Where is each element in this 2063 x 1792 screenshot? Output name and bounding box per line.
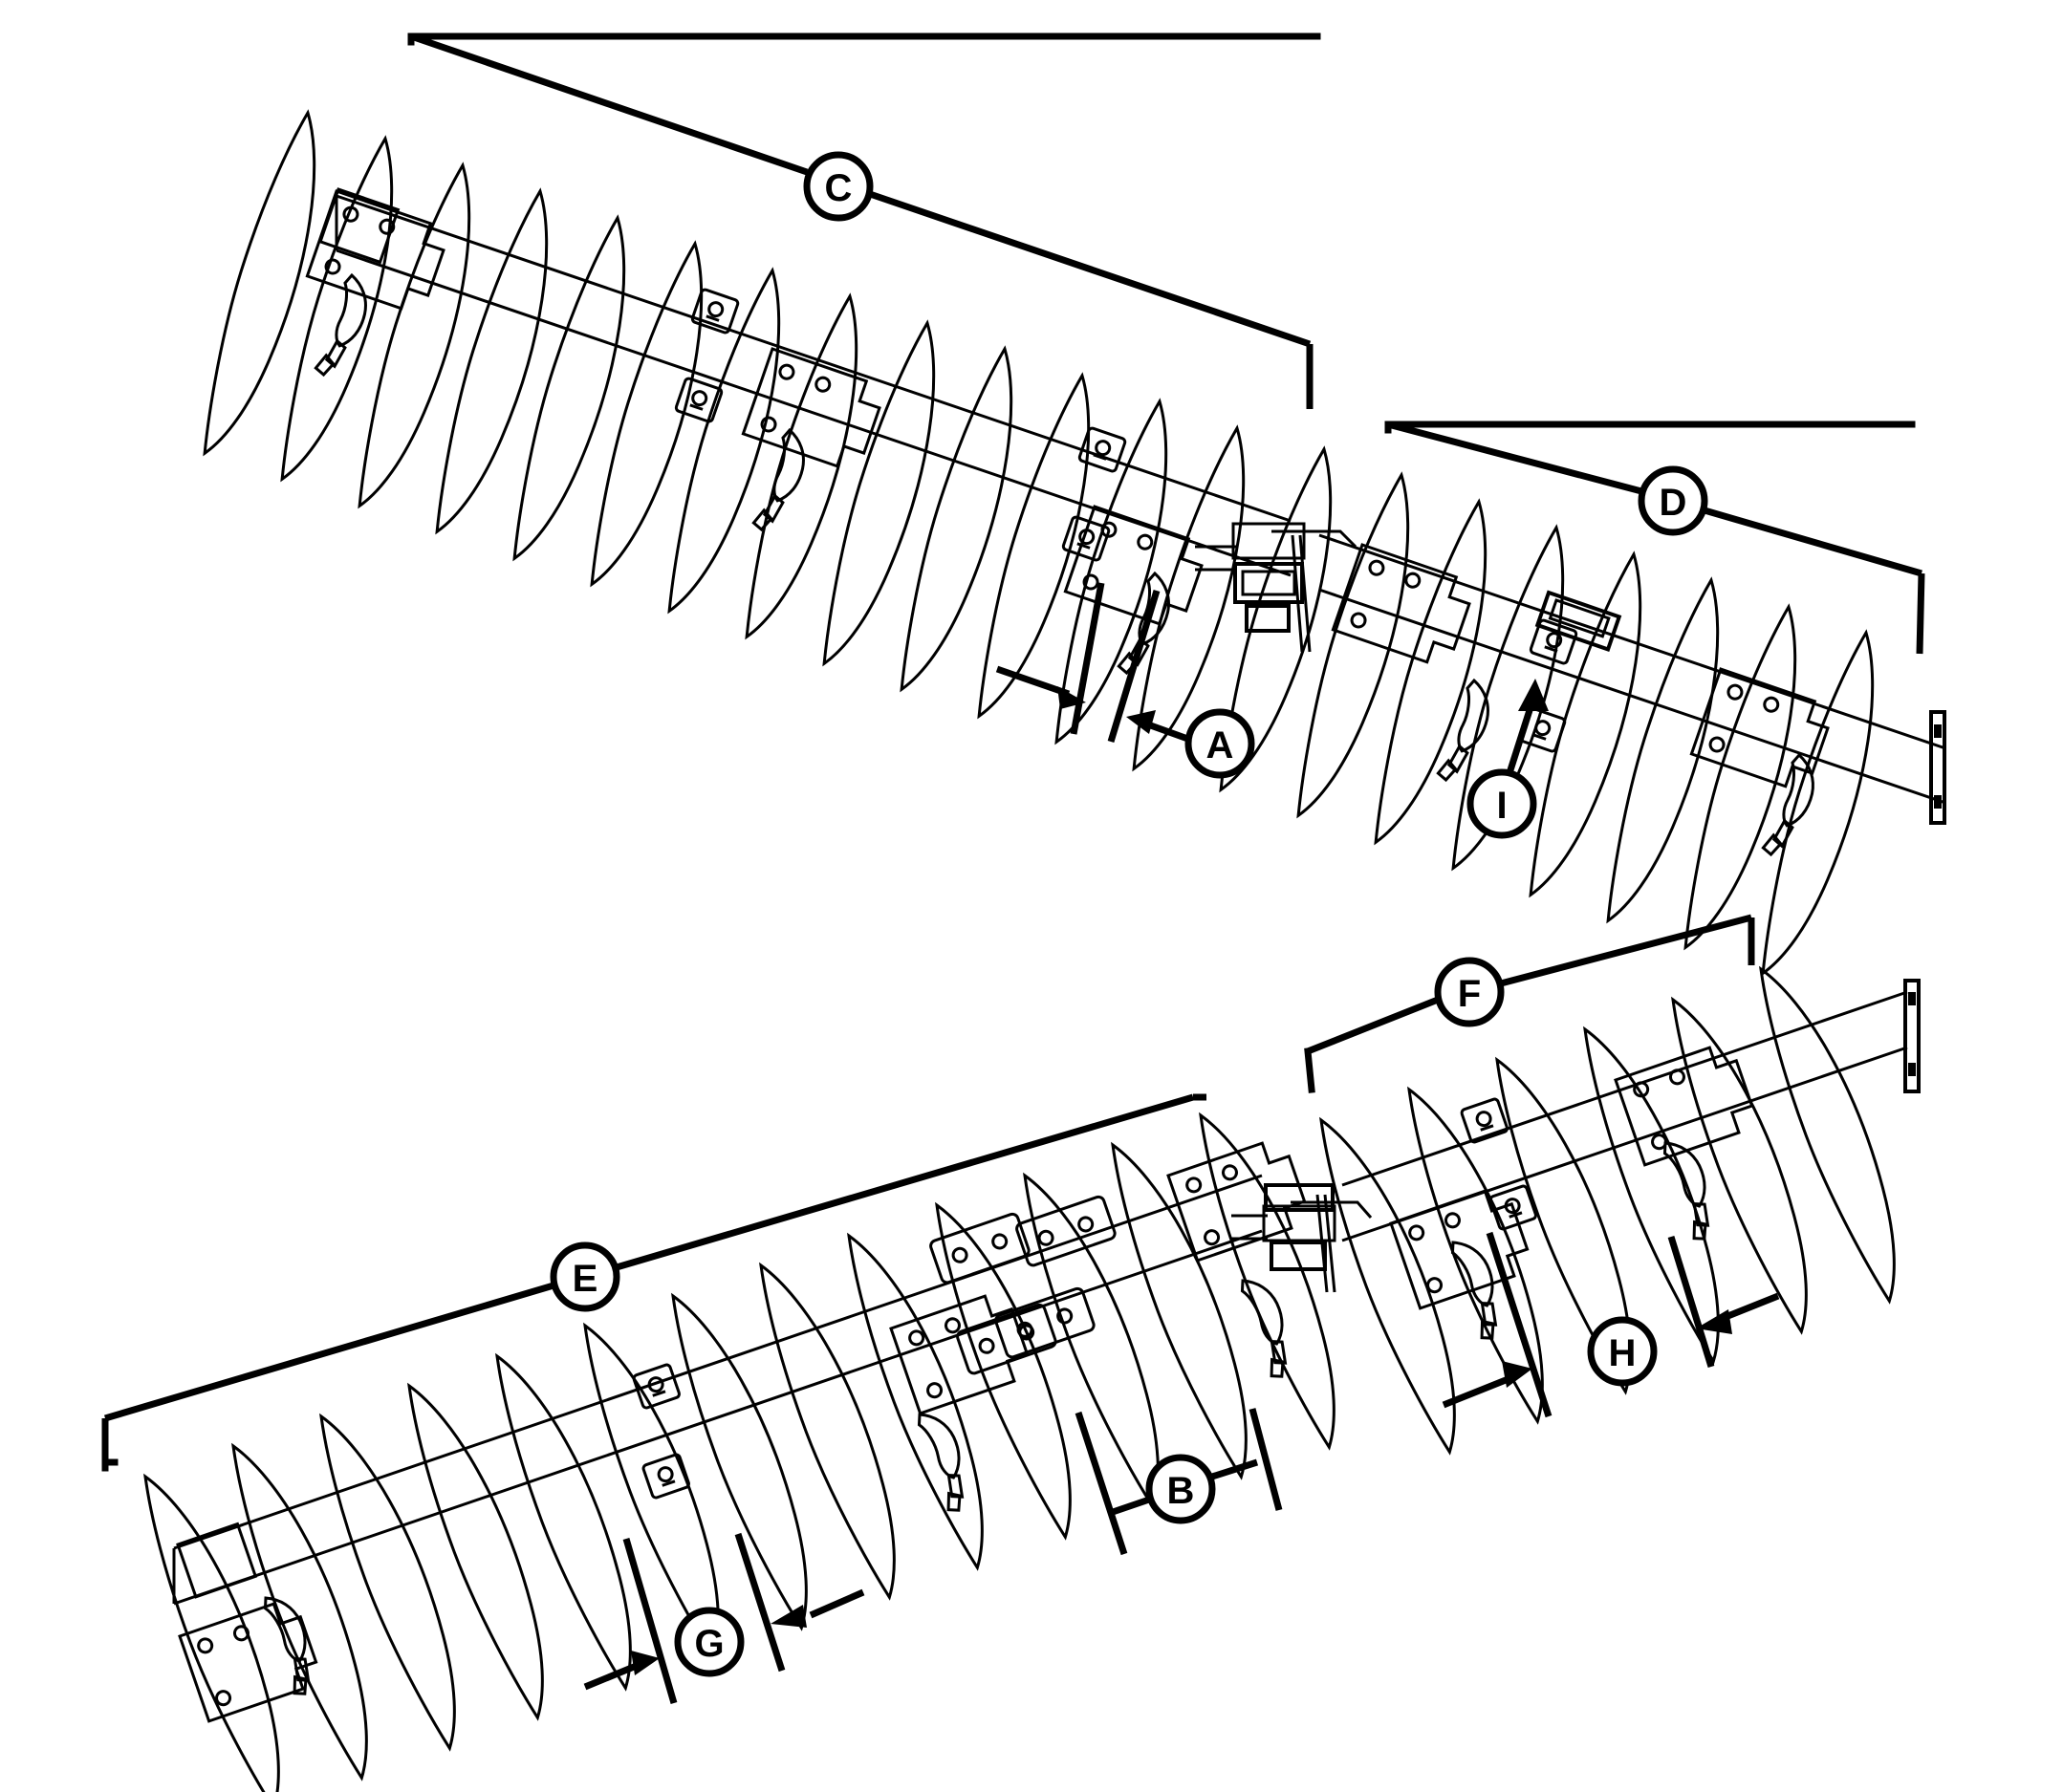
dimension-B xyxy=(1075,1408,1283,1556)
callout-circle xyxy=(803,151,874,222)
callout-circle xyxy=(550,1241,620,1312)
gang-end-plate xyxy=(1929,710,1946,825)
dimension-H xyxy=(1442,1231,1780,1418)
span-bracket-C xyxy=(407,32,1321,409)
callout-G[interactable]: G xyxy=(674,1607,745,1677)
leader-I xyxy=(1505,679,1549,778)
callout-label: F xyxy=(1458,973,1481,1015)
callout-F[interactable]: F xyxy=(1434,957,1505,1027)
arrow-left-inward xyxy=(583,1651,660,1691)
callout-circle xyxy=(1466,768,1537,839)
callout-circle xyxy=(1184,708,1255,779)
arrow-from-callout-A xyxy=(1126,710,1195,745)
center-hinge-lower xyxy=(1231,1183,1373,1293)
callout-circle xyxy=(1145,1454,1216,1524)
gang-hardware-C xyxy=(305,187,1210,681)
gang-end-plate xyxy=(1903,979,1921,1093)
dimension-G xyxy=(583,1532,865,1704)
span-bracket-F xyxy=(1304,914,1755,1093)
arrow-left-inward xyxy=(1442,1361,1532,1409)
span-bracket-D xyxy=(1384,421,1925,655)
callout-circle xyxy=(1587,1316,1658,1387)
upper-gang-assembly xyxy=(179,107,1946,985)
gang-hardware-E xyxy=(176,1134,1314,1723)
callout-label: I xyxy=(1496,785,1507,827)
callout-circle xyxy=(674,1607,745,1677)
callout-label: H xyxy=(1609,1332,1637,1374)
gang-hardware-D xyxy=(1331,543,1946,863)
center-hinge-upper xyxy=(1195,522,1357,653)
arrow-left-to-line xyxy=(995,665,1086,709)
callout-A[interactable]: A xyxy=(1184,708,1255,779)
callout-label: A xyxy=(1206,724,1234,766)
callout-E[interactable]: E xyxy=(550,1241,620,1312)
callout-B[interactable]: B xyxy=(1145,1454,1216,1524)
callout-circle xyxy=(1434,957,1505,1027)
callout-label: E xyxy=(573,1258,598,1300)
callout-I[interactable]: I xyxy=(1466,768,1537,839)
lower-gang-assembly xyxy=(132,952,1922,1792)
callout-D[interactable]: D xyxy=(1638,465,1708,536)
arrow-right-inward xyxy=(1696,1292,1780,1334)
arrow-right-inward xyxy=(771,1588,865,1628)
span-bracket-E xyxy=(101,1093,1206,1472)
callout-label: C xyxy=(825,167,853,209)
callout-H[interactable]: H xyxy=(1587,1316,1658,1387)
callout-circle xyxy=(1638,465,1708,536)
callout-label: B xyxy=(1167,1470,1195,1512)
callout-label: D xyxy=(1660,482,1687,524)
dimension-A xyxy=(995,582,1195,745)
gang-hardware-F xyxy=(1389,979,1921,1343)
callout-C[interactable]: C xyxy=(803,151,874,222)
callout-label: G xyxy=(694,1623,724,1665)
